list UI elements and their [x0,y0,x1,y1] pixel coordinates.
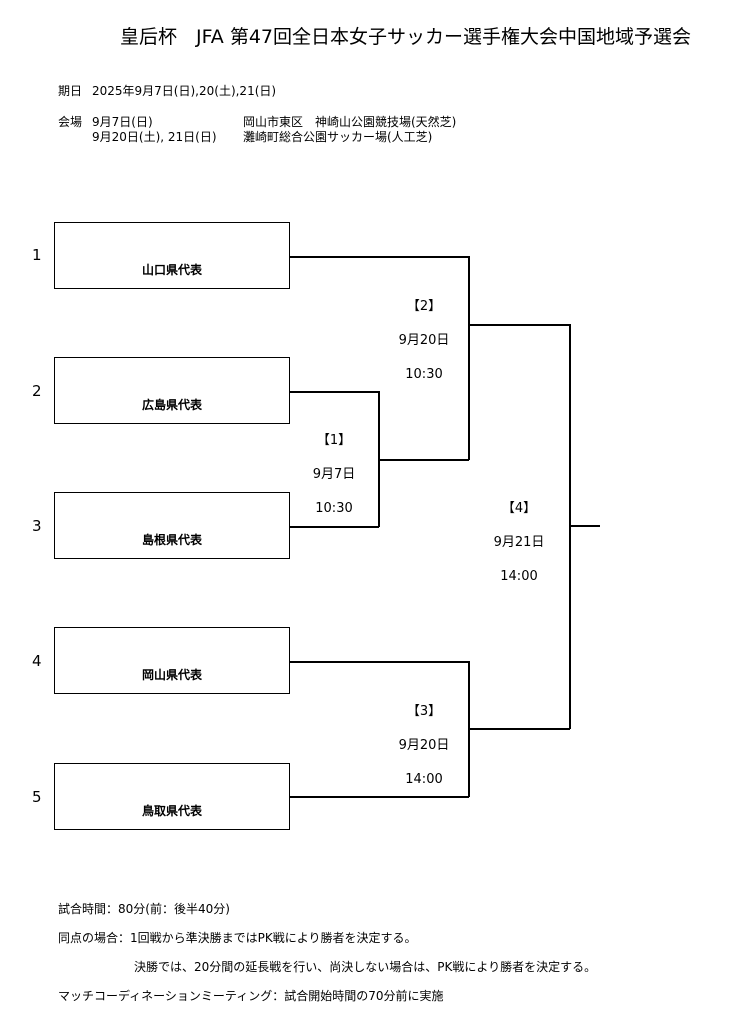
note-final-rule: 決勝では、20分間の延長戦を行い、尚決しない場合は、PK戦により勝者を決定する。 [134,960,597,974]
note-tie-rule: 同点の場合：1回戦から準決勝まではPK戦により勝者を決定する。 [58,931,417,945]
match-time: 10:30 [405,367,443,382]
seed-number: 5 [32,788,42,806]
team-box: 島根県代表 [54,492,290,559]
match-date: 9月21日 [493,535,545,550]
match-3-info: 【3】 9月20日 14:00 [384,703,464,805]
match-date: 9月7日 [312,467,356,482]
team-box: 山口県代表 [54,222,290,289]
match-time: 10:30 [315,501,353,516]
venue-2-dates: 9月20日(土), 21日(日) [92,130,217,144]
bracket-line [378,459,469,461]
bracket-line [290,796,469,798]
match-id: 【1】 [316,433,352,448]
seed-number: 4 [32,652,42,670]
match-time: 14:00 [405,772,443,787]
period-value: 2025年9月7日(日),20(土),21(日) [92,84,277,98]
bracket-line [290,661,469,663]
match-4-info: 【4】 9月21日 14:00 [479,500,559,602]
bracket-line [468,324,570,326]
bracket-line [290,391,379,393]
match-date: 9月20日 [398,738,450,753]
team-name: 広島県代表 [141,398,202,412]
team-box: 岡山県代表 [54,627,290,694]
match-id: 【3】 [406,704,442,719]
match-id: 【4】 [501,501,537,516]
period-label: 期日 [58,84,83,98]
bracket-line [290,256,469,258]
team-name: 岡山県代表 [141,668,202,682]
venue-label: 会場 [58,115,83,129]
page-title: 皇后杯 JFA 第47回全日本女子サッカー選手権大会中国地域予選会 [120,26,692,48]
venue-1-place: 岡山市東区 神崎山公園競技場(天然芝) [243,115,457,129]
note-meeting: マッチコーディネーションミーティング：試合開始時間の70分前に実施 [58,989,444,1003]
bracket-line [468,256,470,460]
match-time: 14:00 [500,569,538,584]
bracket-line [569,525,600,527]
team-box: 鳥取県代表 [54,763,290,830]
note-match-time: 試合時間：80分(前：後半40分) [58,902,230,916]
team-name: 鳥取県代表 [141,804,202,818]
team-name: 島根県代表 [141,533,202,547]
seed-number: 1 [32,246,42,264]
match-id: 【2】 [406,299,442,314]
bracket-line [569,324,571,729]
bracket-line [468,728,570,730]
seed-number: 2 [32,382,42,400]
match-date: 9月20日 [398,333,450,348]
bracket-line [290,526,379,528]
match-1-info: 【1】 9月7日 10:30 [294,432,374,534]
seed-number: 3 [32,517,42,535]
venue-1-dates: 9月7日(日) [92,115,153,129]
venue-2-place: 灘崎町総合公園サッカー場(人工芝) [243,130,433,144]
match-2-info: 【2】 9月20日 10:30 [384,298,464,400]
team-name: 山口県代表 [141,263,202,277]
team-box: 広島県代表 [54,357,290,424]
